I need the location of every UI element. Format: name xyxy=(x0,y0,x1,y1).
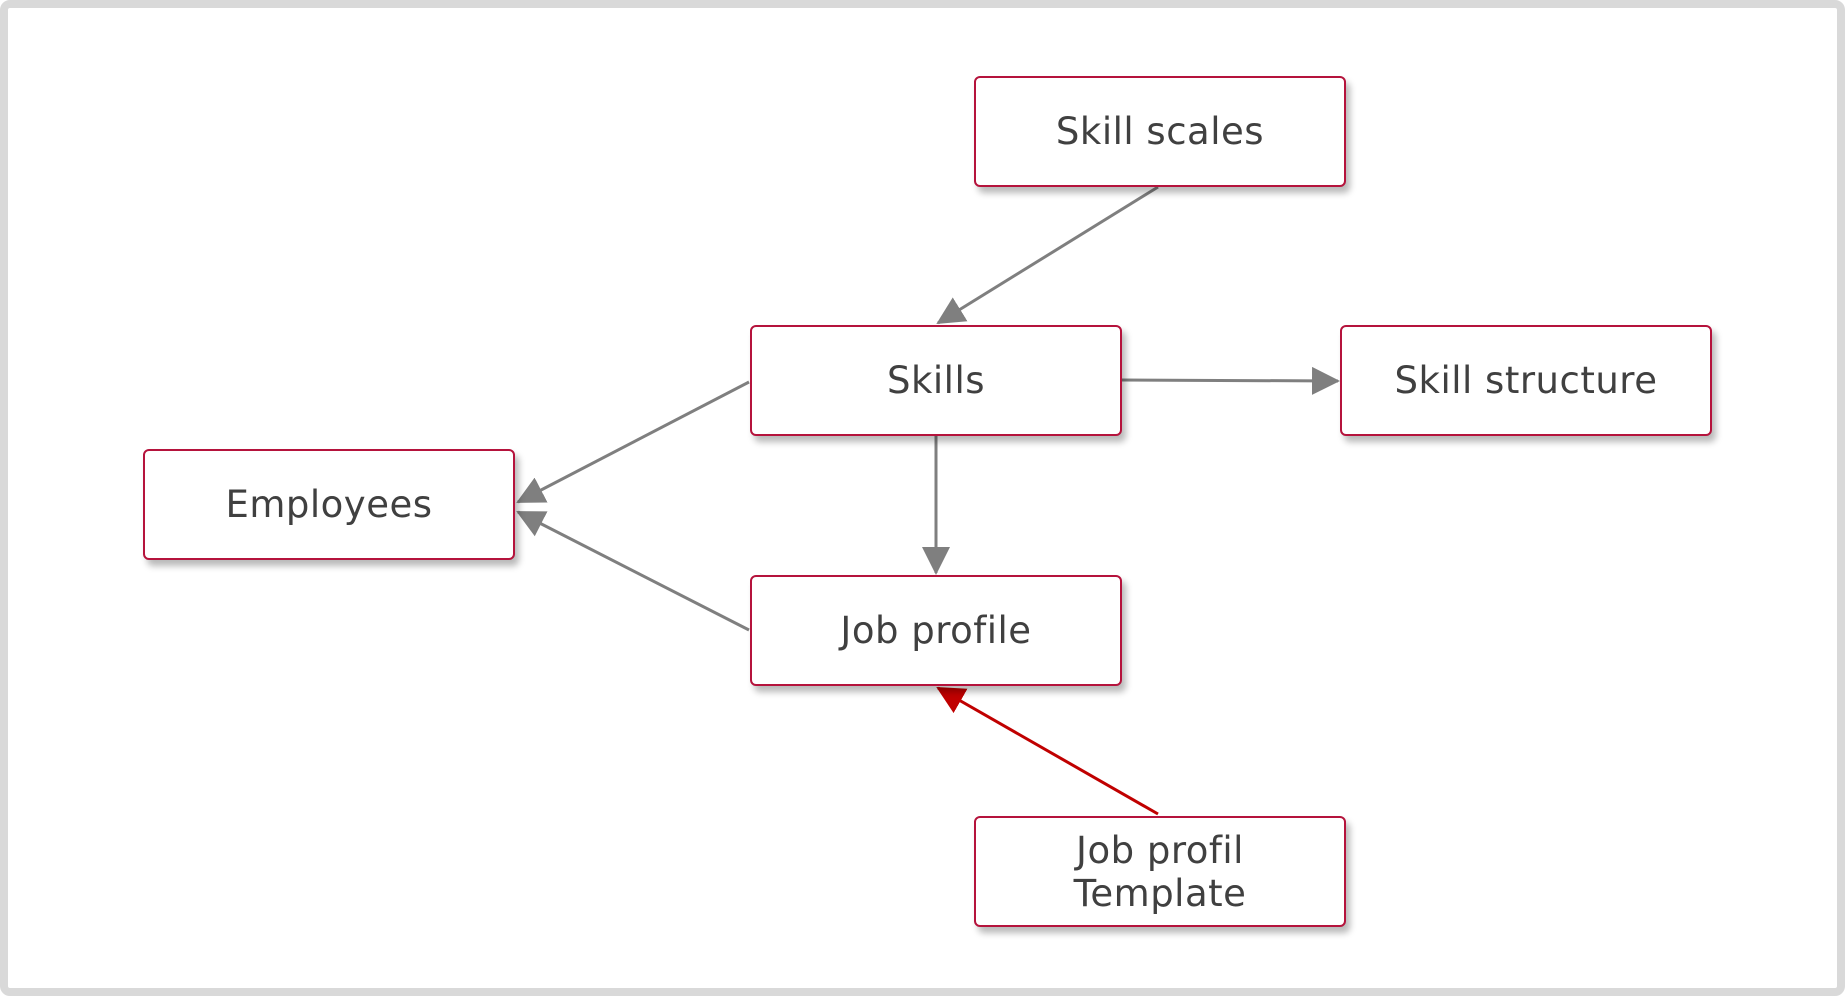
node-label: Job profil Template xyxy=(1073,828,1247,915)
diagram-edges xyxy=(516,185,1340,816)
node-job-profile[interactable]: Job profile xyxy=(750,575,1122,686)
node-employees[interactable]: Employees xyxy=(143,449,515,560)
edge-job-template-to-job-profile xyxy=(936,686,1159,816)
node-label: Employees xyxy=(225,483,433,526)
edge-skills-to-skill-structure xyxy=(1121,366,1340,395)
node-skill-structure[interactable]: Skill structure xyxy=(1340,325,1712,436)
node-label: Job profile xyxy=(840,609,1032,652)
node-job-profil-template[interactable]: Job profil Template xyxy=(974,816,1346,927)
edge-job-profile-to-employees xyxy=(516,510,750,632)
edge-skill-scales-to-skills xyxy=(936,185,1159,325)
edge-skills-to-employees xyxy=(516,380,750,504)
node-skills[interactable]: Skills xyxy=(750,325,1122,436)
node-skill-scales[interactable]: Skill scales xyxy=(974,76,1346,187)
node-label: Skill scales xyxy=(1055,110,1265,153)
node-label: Skill structure xyxy=(1394,359,1658,402)
node-label: Skills xyxy=(886,359,986,402)
